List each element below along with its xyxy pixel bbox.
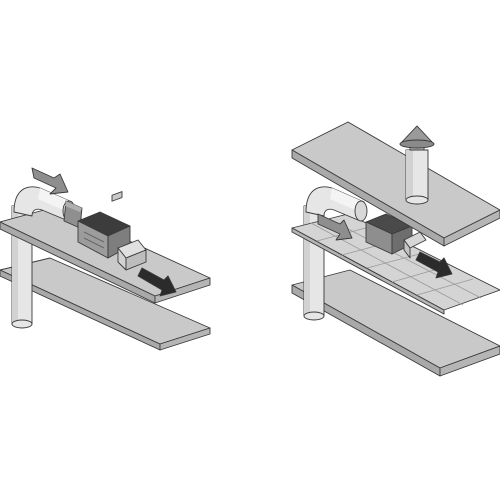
horizontal-duct xyxy=(13,186,83,229)
ceiling-tile-grid xyxy=(310,218,482,306)
lower-floor-slab xyxy=(0,257,211,351)
upper-floor-slab-right xyxy=(291,121,500,247)
fan-unit xyxy=(77,191,131,259)
left-illustration xyxy=(0,167,211,351)
fan-unit-right xyxy=(365,213,427,259)
right-illustration xyxy=(291,121,500,377)
outlet-duct xyxy=(117,239,147,271)
arrow-airflow-out-icon-right xyxy=(415,251,453,279)
arrow-airflow-in-icon-right xyxy=(317,213,353,241)
horizontal-duct-right xyxy=(305,186,368,222)
roof-vent-cowl-icon xyxy=(399,125,435,205)
lower-floor-slab-right xyxy=(291,269,500,377)
arrow-airflow-in-icon xyxy=(31,167,69,195)
arrow-airflow-out-icon xyxy=(137,267,177,297)
